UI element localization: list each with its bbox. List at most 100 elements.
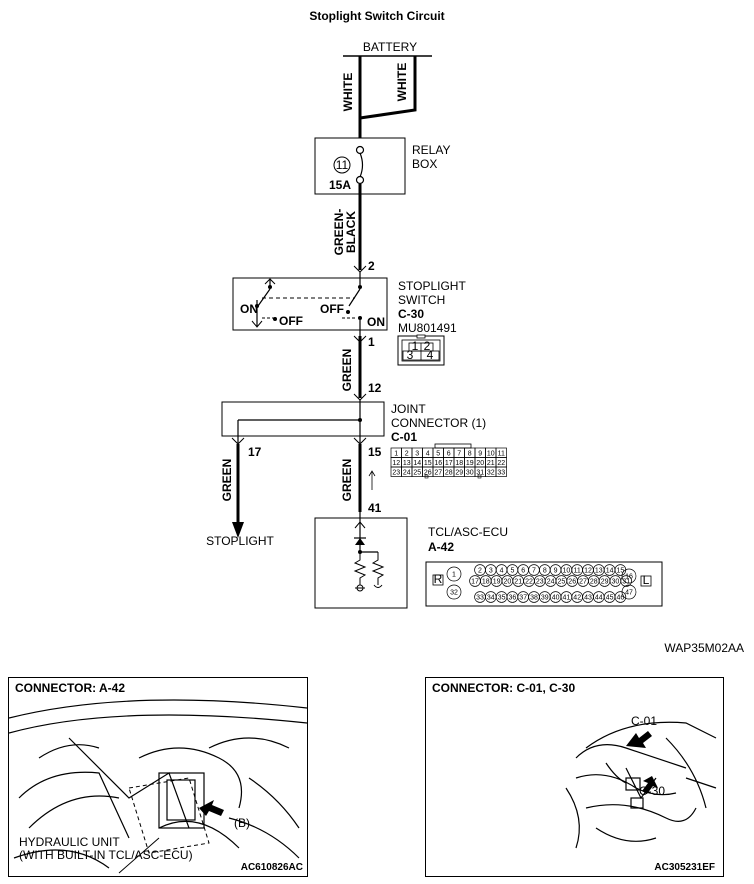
ecu-face-pin-45: 45 — [606, 595, 614, 602]
ecu-face-pin-29: 29 — [601, 579, 609, 586]
stoplight-switch-contacts — [251, 272, 362, 336]
ecu-face-pin-circle — [446, 566, 462, 582]
photo-c30-callout: C-30 — [639, 784, 666, 798]
ecu-face-pin-46: 46 — [617, 595, 625, 602]
switch-state-off-left: OFF — [279, 314, 303, 328]
joint-connector-bus — [231, 400, 367, 445]
wire-green-black-line2: BLACK — [344, 211, 358, 253]
photo-c01-title: CONNECTOR: C-01, C-30 — [432, 681, 576, 695]
joint-face-pin-22: 22 — [497, 460, 505, 467]
stoplight-destination: STOPLIGHT — [206, 534, 274, 548]
ecu-face-pin-43: 43 — [584, 595, 592, 602]
joint-face-pin-25: 25 — [413, 470, 421, 477]
ecu-face-pin-41: 41 — [563, 595, 571, 602]
dashboard-harness-illustration — [565, 721, 717, 849]
joint-face-pin-13: 13 — [403, 460, 411, 467]
ecu-face-pin-6: 6 — [521, 568, 525, 575]
fuse-rating: 15A — [329, 178, 351, 192]
ecu-face-pin-16: 16 — [625, 574, 633, 581]
ecu-face-pin-1: 1 — [452, 572, 456, 579]
signal-direction-arrow — [368, 470, 376, 490]
switch-state-on-right: ON — [367, 315, 385, 329]
wire-green-15-label: GREEN — [340, 459, 354, 502]
joint-face-pin-19: 19 — [466, 460, 474, 467]
ecu-face-pin-44: 44 — [595, 595, 603, 602]
switch-label-line2: SWITCH — [398, 293, 445, 307]
battery-label: BATTERY — [363, 40, 417, 54]
ecu-box — [314, 517, 408, 609]
joint-face-pin-10: 10 — [487, 451, 495, 458]
joint-face-pin-6: 6 — [447, 451, 451, 458]
joint-face-pin-14: 14 — [413, 460, 421, 467]
ecu-face-pin-27: 27 — [579, 579, 587, 586]
joint-face-pin-9: 9 — [478, 451, 482, 458]
relay-box-label-line2: BOX — [412, 157, 437, 171]
switch-connector-id: C-30 — [398, 307, 424, 321]
joint-face-pin-7: 7 — [457, 451, 461, 458]
switch-label-line1: STOPLIGHT — [398, 279, 466, 293]
ecu-face-left-mark: R — [434, 572, 443, 586]
ecu-face-pin-circle — [446, 584, 462, 600]
ecu-connector-id: A-42 — [428, 540, 454, 554]
ecu-face-pin-30: 30 — [612, 579, 620, 586]
ecu-face-pin-19: 19 — [493, 579, 501, 586]
ecu-face-pin-42: 42 — [573, 595, 581, 602]
photo-a42-title: CONNECTOR: A-42 — [15, 681, 126, 695]
wire-white-right: WHITE — [395, 63, 409, 102]
ecu-face-pin-4: 4 — [500, 568, 504, 575]
ecu-face-right-mark: L — [643, 573, 650, 587]
joint-face-pin-16: 16 — [434, 460, 442, 467]
ecu-face-pin-10: 10 — [563, 568, 571, 575]
ecu-face-pin-24: 24 — [547, 579, 555, 586]
stoplight-switch-box — [232, 277, 388, 331]
fuse-number: 11 — [336, 158, 349, 172]
joint-face-pin-11: 11 — [498, 451, 505, 458]
photo-panel-a42: CONNECTOR: A-42 (B) HYDRAULIC UNIT (WITH… — [8, 677, 308, 877]
joint-face-pin-5: 5 — [436, 451, 440, 458]
ecu-face-pin-34: 34 — [487, 595, 495, 602]
photo-c01-code: AC305231EF — [654, 862, 715, 873]
ecu-face-pin-circle — [620, 575, 632, 587]
wire-green-17-label: GREEN — [220, 459, 234, 502]
photo-a42-caption: HYDRAULIC UNIT (WITH BUILT-IN TCL/ASC-EC… — [19, 835, 193, 862]
ecu-face-pin-14: 14 — [606, 568, 614, 575]
ecu-face-pin-31: 31 — [622, 579, 630, 586]
joint-face-pin-3: 3 — [415, 451, 419, 458]
ecu-face-pin-5: 5 — [510, 568, 514, 575]
ecu-face-pin-37: 37 — [519, 595, 527, 602]
stoplight-arrow — [232, 522, 244, 538]
joint-connector-box — [221, 401, 385, 437]
ecu-face-pin-33: 33 — [476, 595, 484, 602]
joint-face-pin-21: 21 — [487, 460, 495, 467]
joint-label-line2: CONNECTOR (1) — [391, 416, 486, 430]
joint-pin-15: 15 — [368, 445, 382, 459]
ecu-face-pin-circle — [621, 568, 637, 584]
ecu-internal-circuit — [353, 512, 385, 592]
ecu-face-pin-9: 9 — [554, 568, 558, 575]
joint-face-pin-30: 30 — [466, 470, 474, 477]
ecu-face-pin-40: 40 — [552, 595, 560, 602]
joint-face-pin-33: 33 — [497, 470, 505, 477]
ecu-face-pin-28: 28 — [590, 579, 598, 586]
ecu-face-pin-12: 12 — [584, 568, 592, 575]
ecu-face-pin-23: 23 — [536, 579, 544, 586]
ecu-face-pin-32: 32 — [450, 590, 458, 597]
ecu-face-pin-15: 15 — [617, 568, 625, 575]
joint-connector-id: C-01 — [391, 430, 417, 444]
photo-a42-code: AC610826AC — [240, 862, 303, 873]
ecu-face-pin-38: 38 — [530, 595, 538, 602]
joint-face-pin-17: 17 — [445, 460, 453, 467]
ecu-face-pin-13: 13 — [595, 568, 603, 575]
wire-green-1-label: GREEN — [340, 349, 354, 392]
joint-face-pin-18: 18 — [455, 460, 463, 467]
ecu-label: TCL/ASC-ECU — [428, 525, 508, 539]
ecu-face-pin-circle — [614, 564, 627, 576]
ecu-face-pin-20: 20 — [504, 579, 512, 586]
switch-state-off-right: OFF — [320, 302, 344, 316]
ecu-face-pin-11: 11 — [574, 568, 581, 575]
wire-white-left: WHITE — [341, 73, 355, 112]
joint-pin-12: 12 — [368, 381, 382, 395]
switch-pin-1: 1 — [368, 335, 375, 349]
joint-face-pin-20: 20 — [476, 460, 484, 467]
